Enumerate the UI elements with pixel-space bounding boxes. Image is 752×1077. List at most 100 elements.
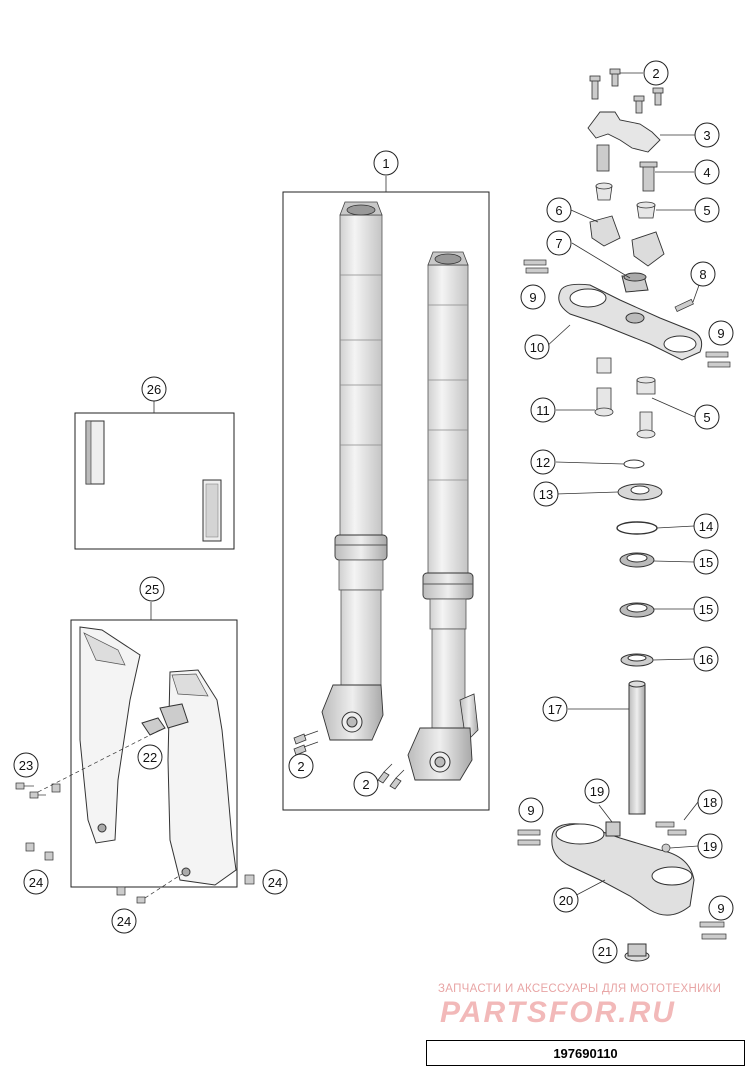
callout-1: 1 xyxy=(373,150,399,176)
callout-21: 21 xyxy=(592,938,618,964)
callout-24: 24 xyxy=(111,908,137,934)
callout-circle xyxy=(139,576,165,602)
callout-number: 20 xyxy=(559,893,573,908)
callout-labels: 1222345567899991011121314151516171819192… xyxy=(13,60,734,964)
guard-clamp xyxy=(141,703,189,736)
callout-11: 11 xyxy=(530,397,556,423)
decal-strip-right xyxy=(202,479,222,542)
fork-guard-left xyxy=(79,626,141,844)
callout-circle xyxy=(693,549,719,575)
handlebar-clamp-bolts xyxy=(589,68,664,114)
callout-number: 19 xyxy=(703,839,717,854)
guard-screws xyxy=(15,782,255,904)
callout-circle xyxy=(584,778,610,804)
axle-clamp-screws-right xyxy=(377,763,405,790)
callout-19: 19 xyxy=(697,833,723,859)
callout-circle xyxy=(694,404,720,430)
callout-16: 16 xyxy=(693,646,719,672)
callout-circle xyxy=(533,481,559,507)
callout-8: 8 xyxy=(690,261,716,287)
callout-17: 17 xyxy=(542,696,568,722)
watermark-caption: ЗАПЧАСТИ И АКСЕССУАРЫ ДЛЯ МОТОТЕХНИКИ xyxy=(438,983,722,995)
callout-number: 8 xyxy=(699,267,706,282)
callout-4: 4 xyxy=(694,159,720,185)
callout-number: 15 xyxy=(699,602,713,617)
callout-circle xyxy=(353,771,379,797)
callout-number: 1 xyxy=(382,156,389,171)
callout-circle xyxy=(553,887,579,913)
callout-9: 9 xyxy=(708,320,734,346)
callout-number: 14 xyxy=(699,519,713,534)
decal-strip-left xyxy=(85,420,105,485)
callout-number: 19 xyxy=(590,784,604,799)
callout-circle xyxy=(694,197,720,223)
callout-number: 10 xyxy=(530,340,544,355)
document-number: 197690110 xyxy=(553,1045,618,1061)
steering-stem xyxy=(628,680,646,815)
callout-circle xyxy=(137,744,163,770)
callout-9: 9 xyxy=(518,797,544,823)
right-fork-leg xyxy=(407,251,479,781)
callout-circle xyxy=(643,60,669,86)
callout-9: 9 xyxy=(520,284,546,310)
bottom-clamp-bolts xyxy=(517,821,727,940)
callout-number: 4 xyxy=(703,165,710,180)
callout-25: 25 xyxy=(139,576,165,602)
callout-circle xyxy=(697,833,723,859)
callout-number: 2 xyxy=(297,759,304,774)
callout-number: 23 xyxy=(19,758,33,773)
callout-circle xyxy=(546,197,572,223)
callout-circle xyxy=(288,753,314,779)
callout-number: 12 xyxy=(536,455,550,470)
callout-number: 7 xyxy=(555,236,562,251)
callout-9: 9 xyxy=(708,895,734,921)
callout-number: 9 xyxy=(717,901,724,916)
callout-circle xyxy=(111,908,137,934)
callout-22: 22 xyxy=(137,744,163,770)
callout-2: 2 xyxy=(643,60,669,86)
callout-circle xyxy=(518,797,544,823)
rubber-bushings-top xyxy=(595,182,656,219)
guard-assembly-line xyxy=(37,729,161,793)
callout-number: 21 xyxy=(598,944,612,959)
callout-number: 24 xyxy=(117,914,131,929)
callout-15: 15 xyxy=(693,596,719,622)
watermark-brand: PARTSFOR.RU xyxy=(440,996,676,1029)
callout-circle xyxy=(520,284,546,310)
callout-20: 20 xyxy=(553,887,579,913)
callout-number: 26 xyxy=(147,382,161,397)
callout-circle xyxy=(694,122,720,148)
callout-circle xyxy=(262,869,288,895)
callout-23: 23 xyxy=(13,752,39,778)
callout-circle xyxy=(694,159,720,185)
callout-18: 18 xyxy=(697,789,723,815)
callout-circle xyxy=(530,449,556,475)
callout-circle xyxy=(542,696,568,722)
callout-5: 5 xyxy=(694,197,720,223)
callout-circle xyxy=(693,596,719,622)
callout-number: 5 xyxy=(703,203,710,218)
steering-stem-nut xyxy=(621,272,649,293)
callout-2: 2 xyxy=(353,771,379,797)
callout-number: 2 xyxy=(652,66,659,81)
fork-guard-group-frame xyxy=(70,619,238,888)
clamp-studs xyxy=(596,144,658,192)
callout-number: 25 xyxy=(145,582,159,597)
callout-number: 9 xyxy=(717,326,724,341)
callout-number: 9 xyxy=(529,290,536,305)
callout-12: 12 xyxy=(530,449,556,475)
callout-number: 16 xyxy=(699,652,713,667)
callout-number: 9 xyxy=(527,803,534,818)
callout-circle xyxy=(693,513,719,539)
callout-24: 24 xyxy=(23,869,49,895)
axle-clamp-screws-left xyxy=(293,730,319,756)
callout-number: 6 xyxy=(555,203,562,218)
callout-number: 3 xyxy=(703,128,710,143)
bottom-nut xyxy=(624,943,650,962)
bearing-stack xyxy=(616,459,663,667)
callout-5: 5 xyxy=(694,404,720,430)
callout-2: 2 xyxy=(288,753,314,779)
callout-number: 11 xyxy=(536,403,550,418)
callout-circle xyxy=(530,397,556,423)
